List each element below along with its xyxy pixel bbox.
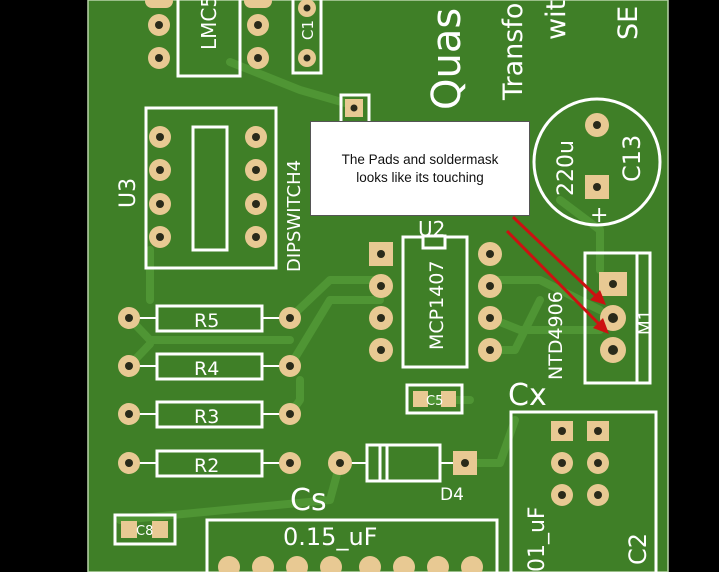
label-c2: C2 [624,533,652,565]
cap-c8: C8 [113,513,177,546]
label-cs-value: 0.15_uF [283,523,377,551]
label-c13-value: 220u [554,140,579,196]
label-r5: R5 [194,310,219,332]
label-r3: R3 [194,406,219,428]
cap-c13: 220u C13 + [532,97,662,228]
label-u3: U3 [116,178,141,208]
label-c8: C8 [136,524,153,539]
cap-c1: C1 [291,0,323,75]
label-m1: M1 [636,310,656,335]
label-r2: R2 [194,455,219,477]
label-c5: C5 [426,394,443,409]
label-u2: U2 [418,217,445,241]
label-c13-plus: + [590,203,608,228]
annotation-callout: The Pads and soldermask looks like its t… [310,121,530,216]
resistor-r3: R3 [118,400,301,429]
u2-mcp1407: U2 MCP1407 [369,217,502,369]
annotation-text: The Pads and soldermask looks like its t… [341,151,499,185]
label-c13: C13 [618,135,646,182]
board-title-d: SE [613,6,644,40]
label-cx: Cx [508,378,547,413]
label-cs: Cs [290,483,327,518]
cap-cs: Cs 0.15_uF [205,483,499,572]
diode-d4: D4 [328,443,477,505]
cap-c5: C5 [405,383,464,415]
label-dipswitch: DIPSWITCH4 [284,160,305,272]
label-r4: R4 [194,358,219,380]
label-c1: C1 [299,20,317,40]
label-d4: D4 [440,485,464,505]
resistor-r5: R5 [118,304,301,333]
mosfet-m1: NTD4906 M1 [545,251,656,385]
label-mcp: MCP1407 [426,261,448,350]
resistor-r2: R2 [118,449,301,478]
ic-lmc: LMC5 [145,0,272,78]
board-title-c: wit [541,0,572,40]
annotation-arrows [505,215,609,334]
board-title-b: Transfo [498,3,529,101]
label-cx-value: 01_uF [525,506,550,572]
cap-c2: Cx 01_uF C2 [508,378,658,572]
u3-dipswitch: U3 DIPSWITCH4 [116,106,305,272]
label-lmc: LMC5 [197,0,221,50]
resistor-r4: R4 [118,352,301,381]
label-ntd: NTD4906 [545,291,567,380]
board-title-a: Quas [424,8,470,110]
